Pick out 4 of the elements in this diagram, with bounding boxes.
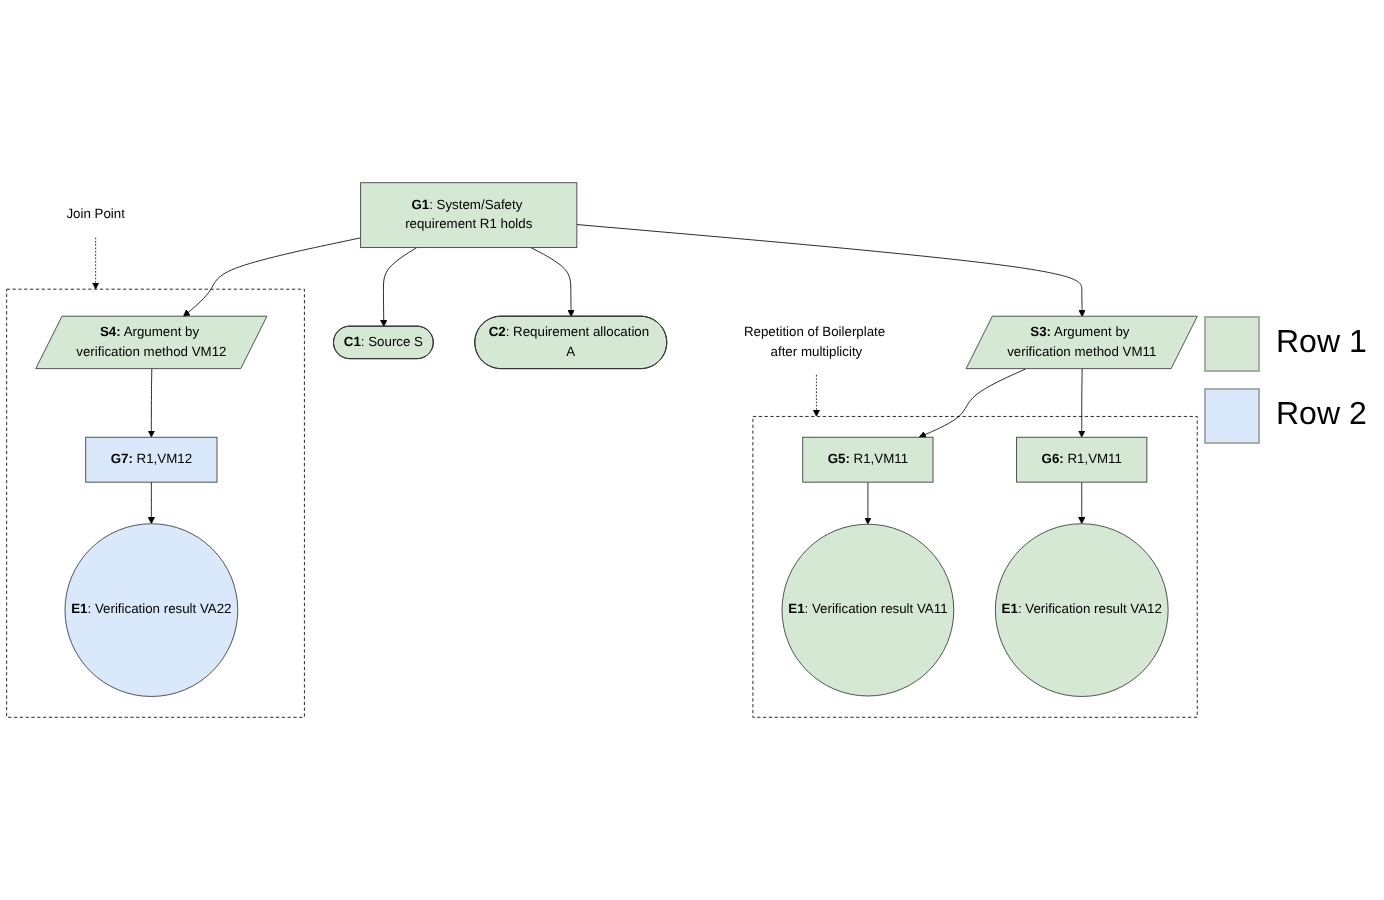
legend-label: Row 1 — [1276, 326, 1367, 362]
legend-label: Row 2 — [1276, 398, 1367, 434]
cluster — [752, 416, 1198, 718]
cluster — [6, 288, 305, 718]
